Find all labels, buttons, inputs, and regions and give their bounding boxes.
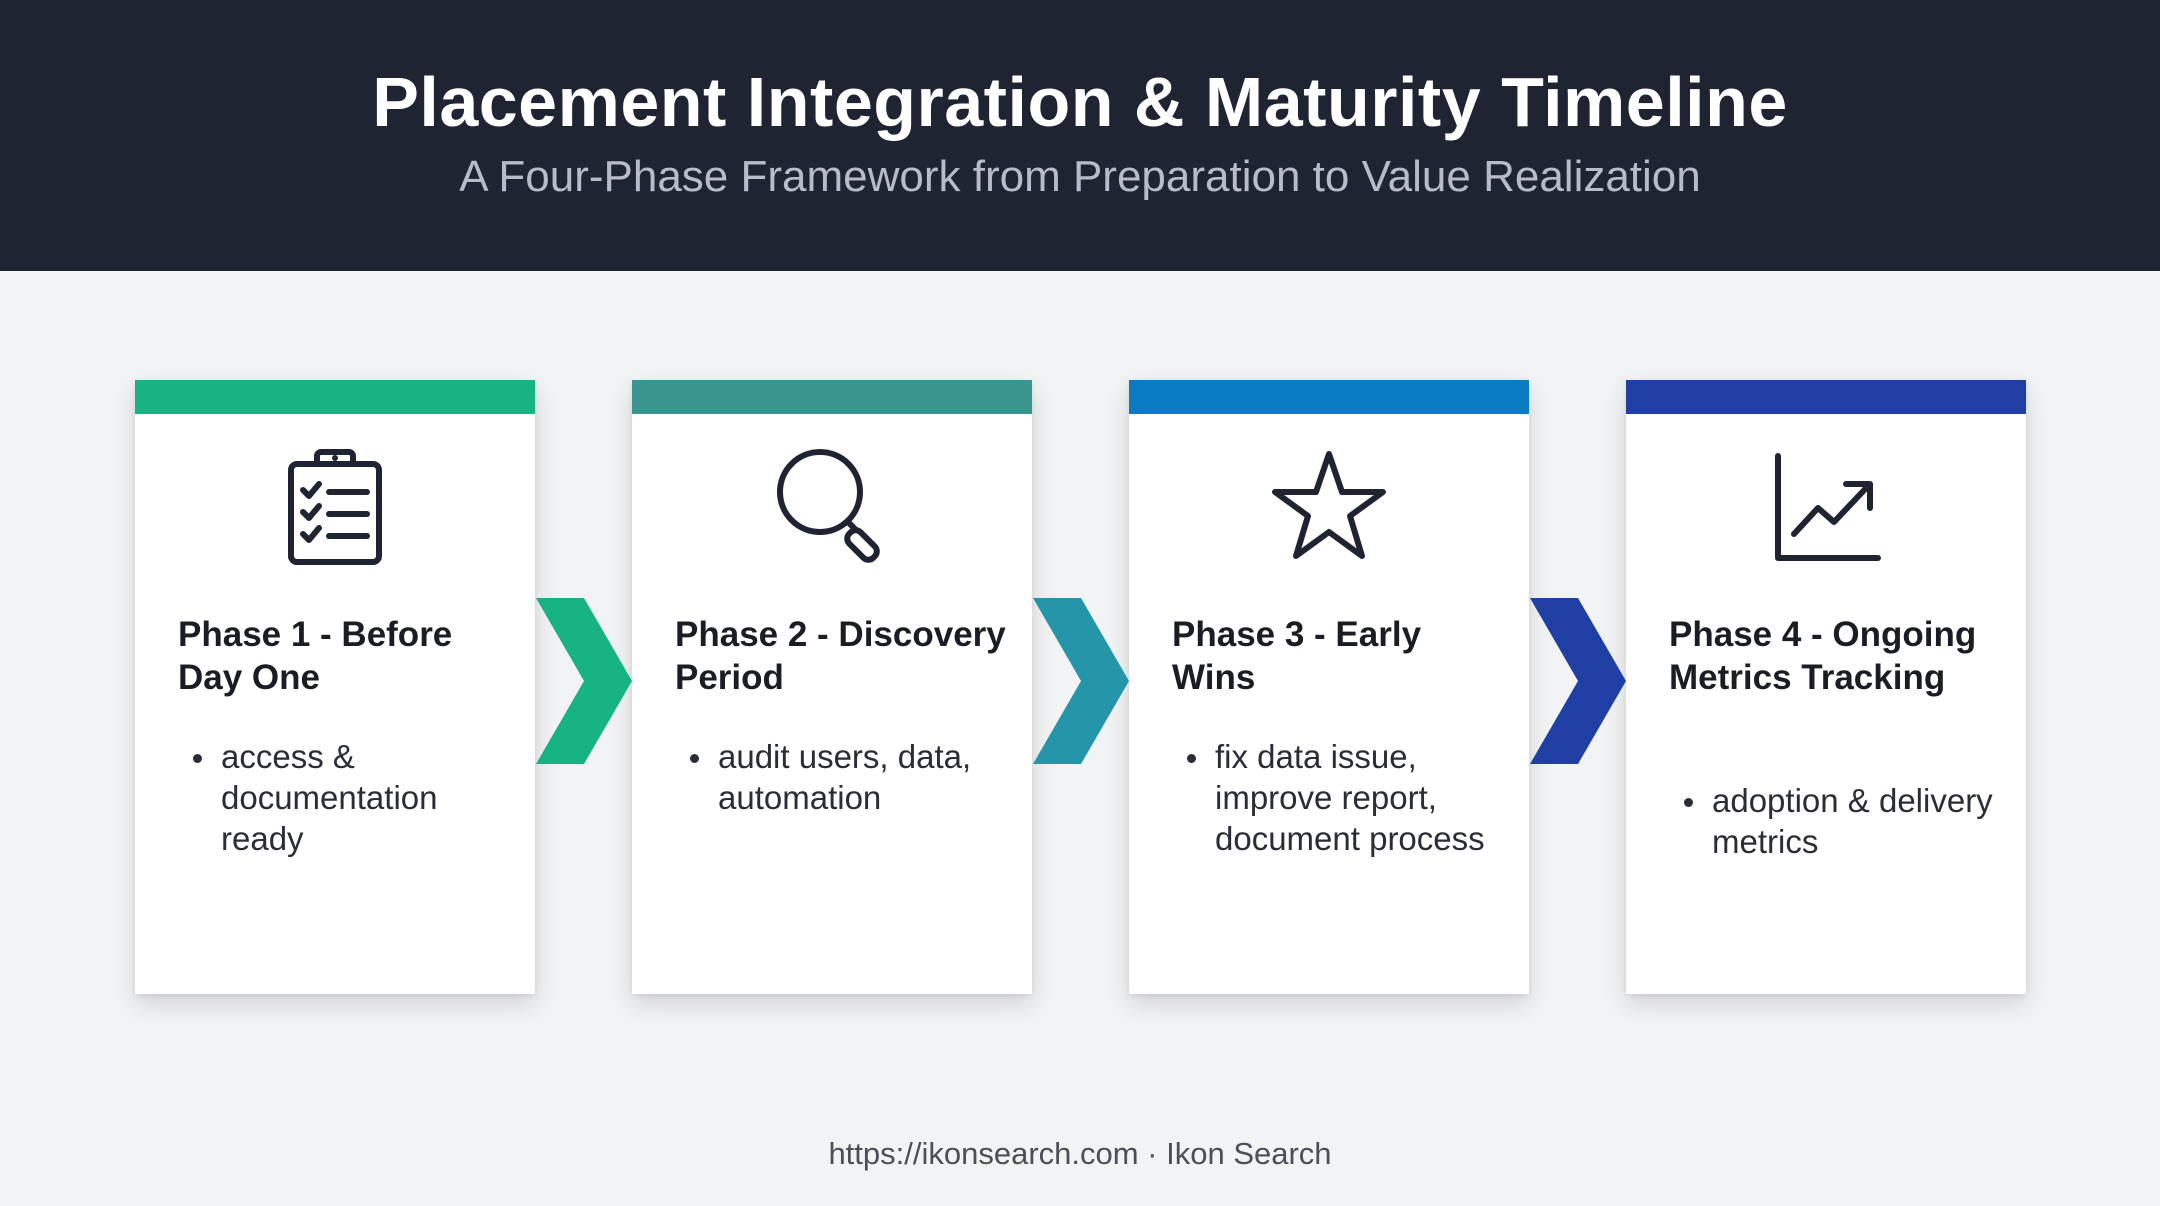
phase-card-1: Phase 1 - Before Day One access & docume… (135, 380, 535, 994)
chevron-right-icon (1530, 598, 1626, 764)
page-title: Placement Integration & Maturity Timelin… (372, 63, 1788, 141)
phase-card-3: Phase 3 - Early Wins fix data issue, imp… (1129, 380, 1529, 994)
footer-credit: https://ikonsearch.com · Ikon Search (828, 1136, 1332, 1171)
phase-card-4: Phase 4 - Ongoing Metrics Tracking adopt… (1626, 380, 2026, 994)
chevron-right-icon (1033, 598, 1129, 764)
phase-3-title: Phase 3 - Early Wins (1172, 615, 1422, 697)
phase-4-title: Phase 4 - Ongoing Metrics Tracking (1669, 615, 1977, 697)
phase-4-color-bar (1626, 380, 2026, 414)
clipboard-checklist-icon (288, 449, 382, 565)
phase-2-bullets: audit users, data, automation (675, 736, 1015, 818)
phase-1-title: Phase 1 - Before Day One (178, 615, 453, 697)
phase-3-bullets: fix data issue, improve report, document… (1172, 736, 1512, 859)
chevron-right-icon (536, 598, 632, 764)
phase-1-bullet-1: access & documentation ready (178, 736, 518, 859)
page-subtitle: A Four-Phase Framework from Preparation … (459, 152, 1701, 201)
header-banner: Placement Integration & Maturity Timelin… (0, 0, 2160, 271)
phase-2-color-bar (632, 380, 1032, 414)
phase-4-bullets: adoption & delivery metrics (1669, 780, 2009, 862)
phase-1-color-bar (135, 380, 535, 414)
phase-card-2: Phase 2 - Discovery Period audit users, … (632, 380, 1032, 994)
phase-4-bullet-1: adoption & delivery metrics (1669, 780, 2009, 862)
phase-3-bullet-1: fix data issue, improve report, document… (1172, 736, 1512, 859)
phase-2-bullet-1: audit users, data, automation (675, 736, 1015, 818)
magnifying-glass-icon (777, 449, 880, 563)
star-icon (1272, 451, 1386, 559)
phase-3-color-bar (1129, 380, 1529, 414)
phase-1-bullets: access & documentation ready (178, 736, 518, 859)
phase-2-title: Phase 2 - Discovery Period (675, 615, 1006, 697)
trending-chart-icon (1775, 453, 1881, 561)
